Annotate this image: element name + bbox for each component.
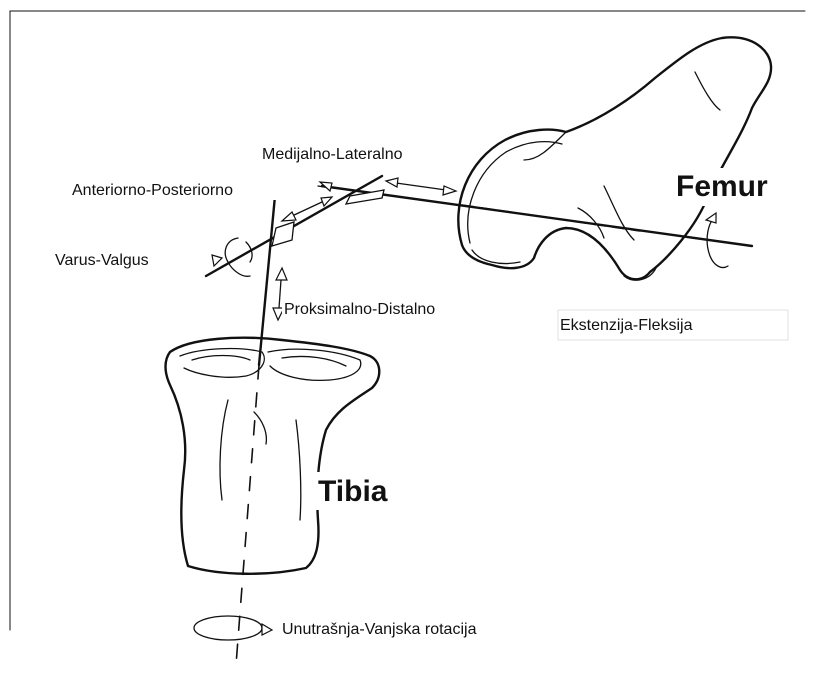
label-medial-lateral-text: Medijalno-Lateralno	[262, 146, 403, 163]
label-varus-valgus: Varus-Valgus	[55, 252, 149, 269]
label-femur: Femur	[672, 168, 784, 206]
label-anterior-posterior-text: Anteriorno-Posteriorno	[72, 182, 233, 199]
label-rotation: Unutrašnja-Vanjska rotacija	[278, 617, 548, 639]
varus-valgus-rotation-icon	[212, 238, 252, 276]
label-anterior-posterior: Anteriorno-Posteriorno	[70, 178, 298, 200]
label-rotation-text: Unutrašnja-Vanjska rotacija	[282, 621, 477, 638]
medial-lateral-arrow	[318, 178, 456, 195]
label-extension-flexion: Ekstenzija-Fleksija	[558, 310, 788, 340]
label-tibia-text: Tibia	[318, 475, 388, 508]
label-tibia: Tibia	[316, 472, 404, 510]
tibial-rotation-icon	[194, 616, 272, 640]
label-extension-flexion-text: Ekstenzija-Fleksija	[560, 317, 693, 334]
label-varus-valgus-text: Varus-Valgus	[55, 252, 149, 269]
tibia-bone	[166, 338, 380, 574]
label-proximal-distal: Proksimalno-Distalno	[282, 297, 488, 319]
femur-bone	[458, 37, 771, 280]
label-proximal-distal-text: Proksimalno-Distalno	[284, 301, 435, 318]
label-femur-text: Femur	[676, 170, 768, 203]
label-medial-lateral: Medijalno-Lateralno	[260, 142, 460, 164]
